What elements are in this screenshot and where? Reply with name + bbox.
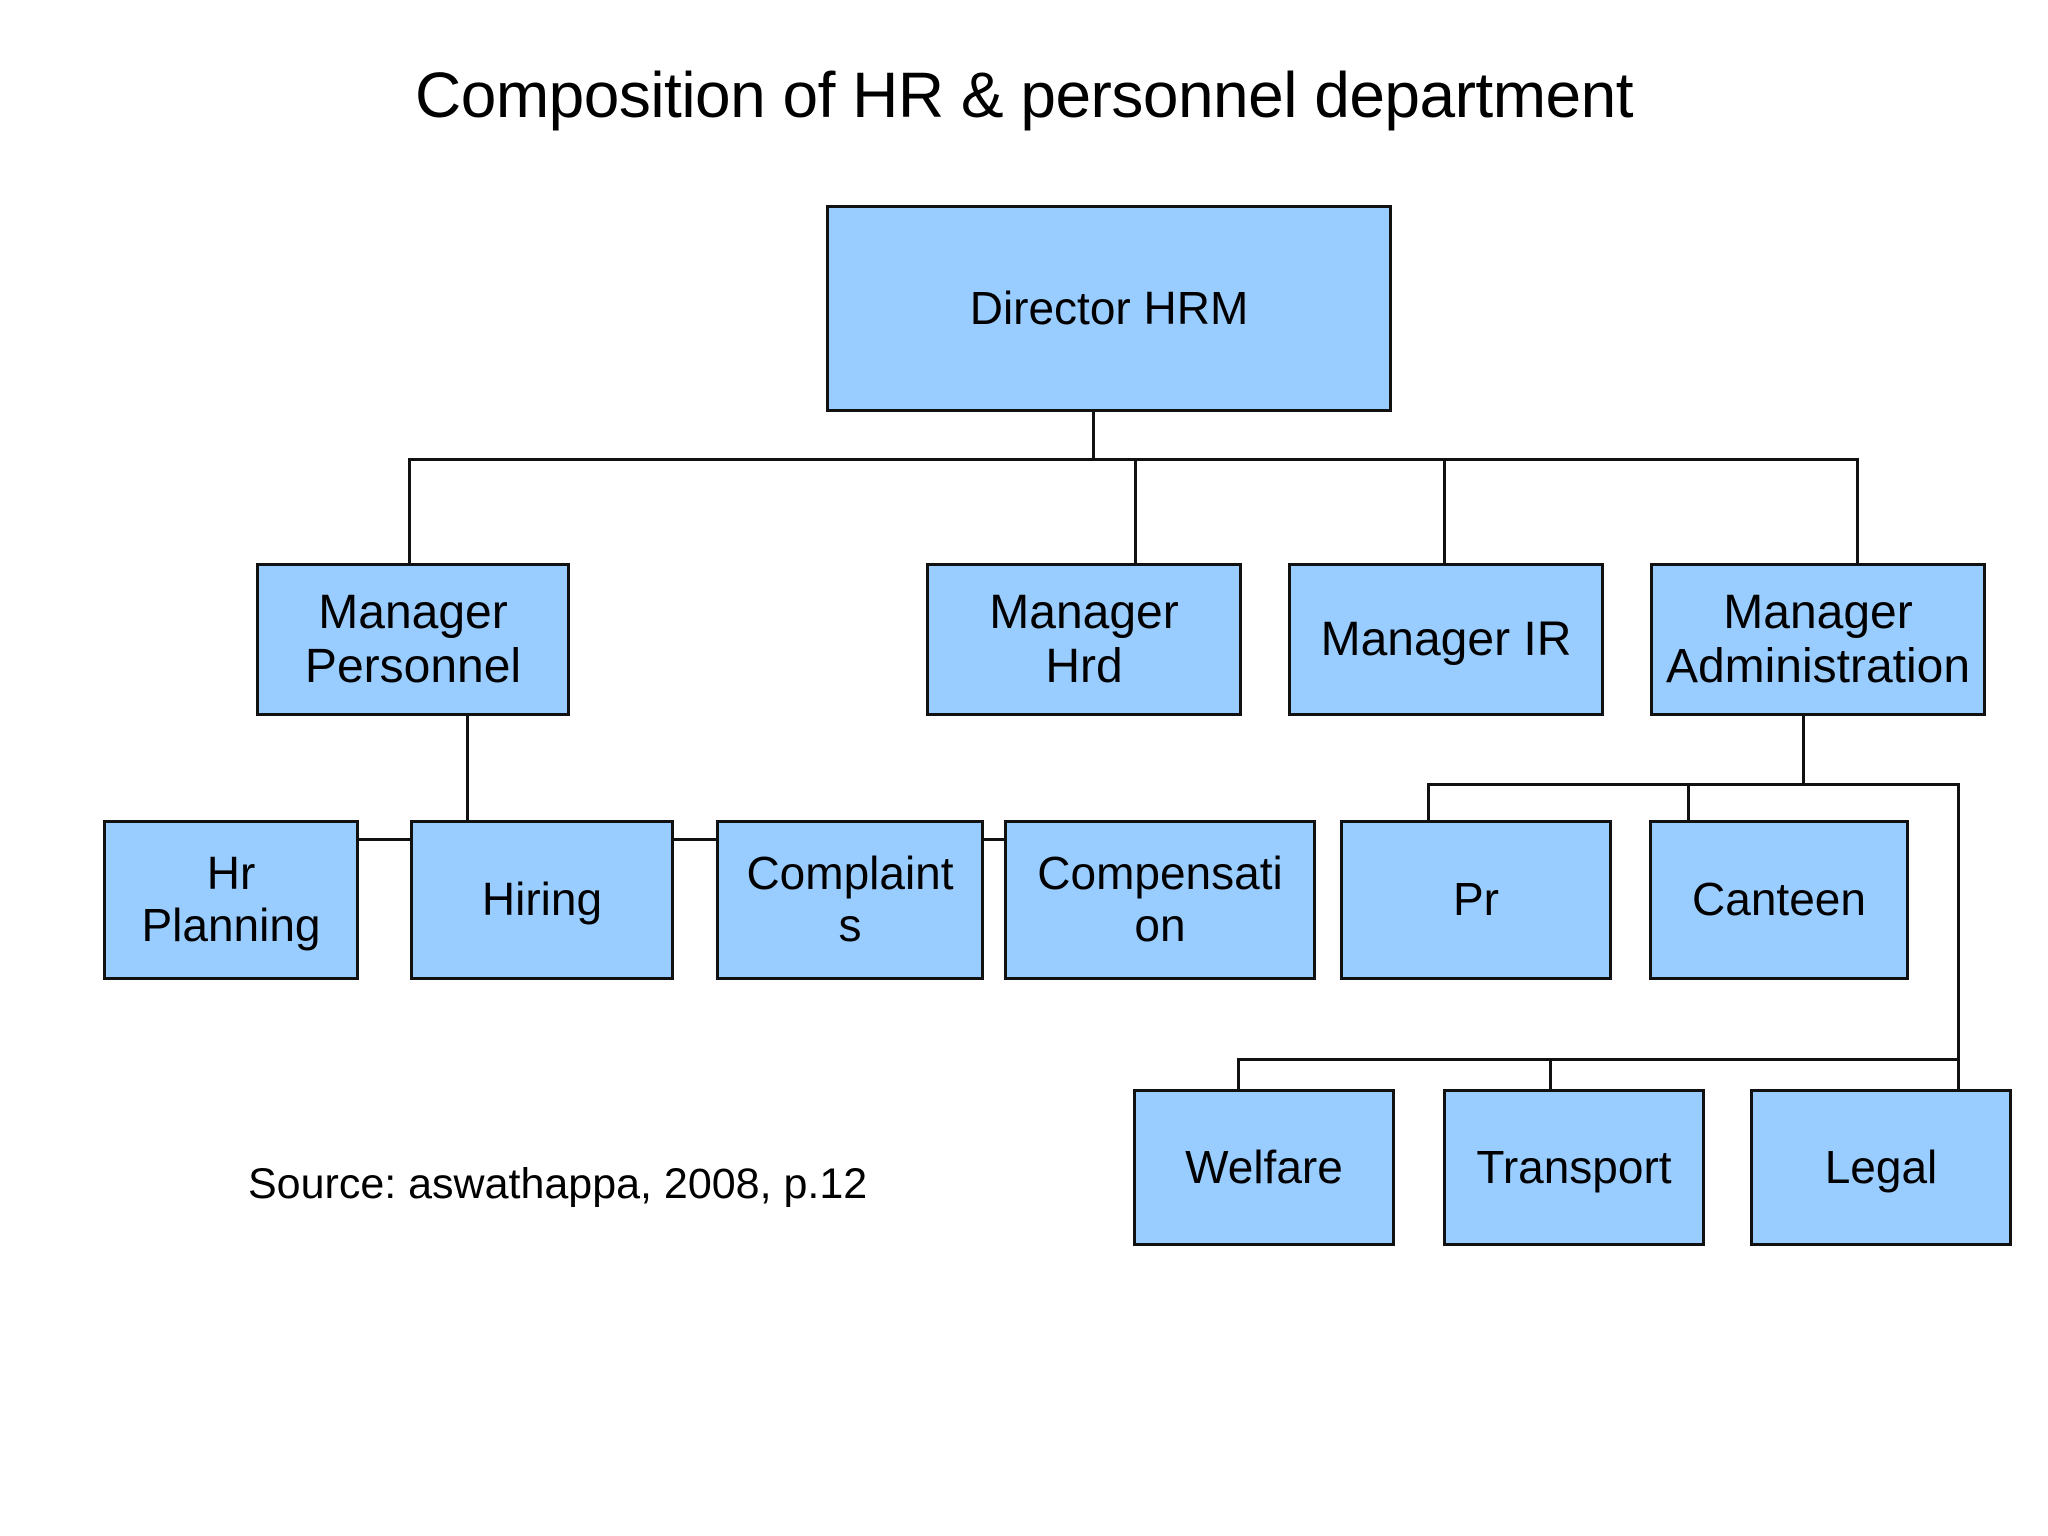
source-note: Source: aswathappa, 2008, p.12 — [248, 1160, 868, 1208]
node-compensation[interactable]: Compensati on — [1004, 820, 1316, 980]
node-label-manager-ir: Manager IR — [1320, 612, 1572, 666]
node-label-hiring: Hiring — [481, 873, 603, 926]
node-label-legal: Legal — [1824, 1140, 1938, 1193]
node-label-canteen: Canteen — [1692, 873, 1866, 926]
node-label-welfare: Welfare — [1185, 1140, 1343, 1193]
node-hr-planning[interactable]: Hr Planning — [103, 820, 359, 980]
node-manager-personnel[interactable]: Manager Personnel — [256, 563, 570, 716]
node-label-pr: Pr — [1453, 873, 1499, 926]
node-welfare[interactable]: Welfare — [1133, 1089, 1395, 1246]
node-label-director-hrm: Director HRM — [969, 281, 1249, 334]
node-label-compensation: Compensati on — [1037, 847, 1283, 951]
connector-to-transport — [1549, 1058, 1552, 1091]
connector-administration-bus — [1427, 783, 1960, 786]
node-label-manager-administration: Manager Administration — [1665, 585, 1971, 693]
node-legal[interactable]: Legal — [1750, 1089, 2012, 1246]
node-manager-hrd[interactable]: Manager Hrd — [926, 563, 1242, 716]
node-complaints[interactable]: Complaint s — [716, 820, 984, 980]
node-manager-administration[interactable]: Manager Administration — [1650, 563, 1986, 716]
node-transport[interactable]: Transport — [1443, 1089, 1705, 1246]
connector-administration-dropline — [1957, 783, 1960, 1058]
node-label-manager-hrd: Manager Hrd — [989, 585, 1179, 693]
connector-services-bus — [1237, 1058, 1960, 1061]
connector-director-stem — [1092, 409, 1095, 461]
page-title: Composition of HR & personnel department — [415, 59, 1633, 131]
node-hiring[interactable]: Hiring — [410, 820, 674, 980]
connector-to-manager-ir — [1443, 458, 1446, 564]
connector-to-welfare — [1237, 1058, 1240, 1091]
connector-managers-bus — [408, 458, 1859, 461]
node-label-complaints: Complaint s — [746, 847, 954, 951]
connector-personnel-stem — [466, 713, 469, 841]
connector-to-manager-hrd — [1134, 458, 1137, 564]
node-canteen[interactable]: Canteen — [1649, 820, 1909, 980]
connector-administration-stem — [1802, 713, 1805, 785]
node-pr[interactable]: Pr — [1340, 820, 1612, 980]
connector-to-manager-personnel — [408, 458, 411, 564]
node-label-manager-personnel: Manager Personnel — [304, 585, 522, 693]
connector-to-legal — [1957, 1058, 1960, 1091]
node-label-transport: Transport — [1476, 1140, 1672, 1193]
connector-to-manager-administration — [1856, 458, 1859, 564]
node-manager-ir[interactable]: Manager IR — [1288, 563, 1604, 716]
node-director-hrm[interactable]: Director HRM — [826, 205, 1392, 412]
node-label-hr-planning: Hr Planning — [141, 847, 321, 951]
